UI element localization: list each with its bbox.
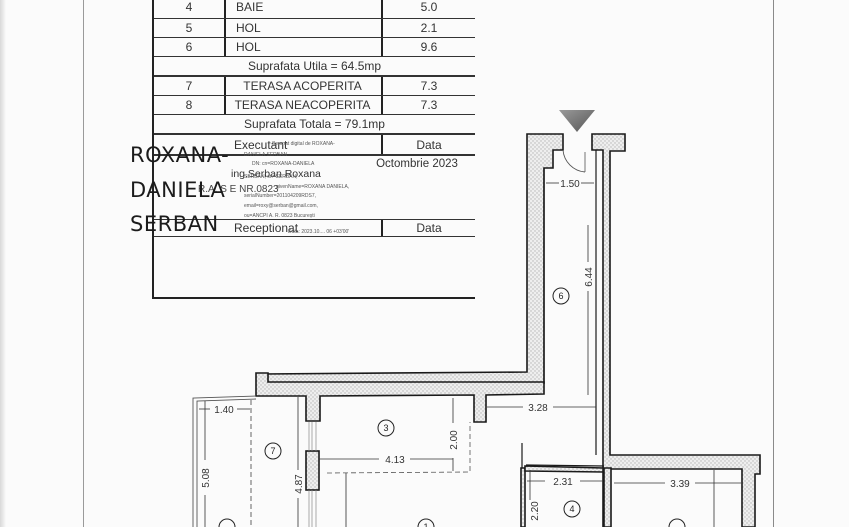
executant-header-row: Executant Data — [154, 135, 475, 154]
table-row: 4 BAIE 5.0 — [154, 0, 475, 19]
signature-detail: DANIELA SERBAN — [244, 152, 288, 158]
usable-area-row: Suprafata Utila = 64.5mp — [154, 57, 475, 77]
receptionat-body-row — [154, 237, 475, 299]
signature-name-line: SERBAN — [130, 212, 219, 236]
table-row: 7 TERASA ACOPERITA 7.3 — [154, 77, 475, 96]
executant-date: Octombrie 2023 — [376, 158, 458, 170]
room-area: 2.1 — [420, 21, 438, 35]
door-swing — [562, 149, 586, 173]
bath-wall-left — [520, 467, 526, 527]
page-margin-line-left — [83, 0, 84, 527]
receptionat-label: Receptionat — [154, 220, 383, 236]
divider — [154, 154, 475, 156]
room-label-circle — [218, 518, 236, 527]
corridor-left-wall — [262, 133, 564, 386]
dim-corridor-width: 1.50 — [560, 179, 580, 190]
bath-wall-right — [603, 467, 612, 527]
room-label-circle — [377, 419, 395, 437]
room-area: 5.0 — [420, 0, 438, 14]
corridor-right-wall — [591, 133, 761, 527]
room-name: TERASA NEACOPERITA — [224, 96, 383, 114]
room-label-6: 6 — [558, 291, 563, 301]
dim-room-right-width: 3.39 — [670, 479, 690, 490]
dim-room3-depth: 2.00 — [449, 430, 460, 450]
signature-name-line: DANIELA — [130, 178, 226, 202]
dim-room3-width: 4.13 — [385, 455, 405, 466]
scan-shadow — [0, 0, 6, 527]
executant-auth: R.A. S E NR.0823 — [198, 184, 279, 195]
north-wall — [255, 372, 545, 423]
dim-terrace-width: 1.40 — [214, 405, 234, 416]
dim-hall-width: 3.28 — [528, 403, 548, 414]
dim-bath-width: 2.31 — [553, 477, 573, 488]
room-label-3: 3 — [383, 423, 388, 433]
signature-detail: ou=ANCPI A. R. 0823 București — [244, 213, 315, 219]
room-label-1: 1 — [423, 522, 428, 527]
room-number: 6 — [154, 38, 226, 56]
signature-detail: givenName=ROXANA DANIELA, — [276, 184, 350, 190]
wall-pier — [305, 450, 320, 491]
room-label-circle — [552, 287, 570, 305]
executant-date-label: Data — [416, 137, 442, 152]
room-name: TERASA ACOPERITA — [224, 77, 383, 95]
signature-detail: email=roxy@serban@gmail.com, — [244, 203, 318, 209]
signature-detail: Semnat digital de ROXANA- — [272, 141, 335, 147]
room-label-circle — [668, 518, 686, 527]
room-number: 4 — [154, 0, 226, 18]
room-label-7: 7 — [270, 446, 275, 456]
signature-detail: serialNumber=201104209RDS7, — [244, 193, 317, 199]
room-area: 9.6 — [420, 40, 438, 54]
signature-detail: Data: 2023.10.... 06 +03'00' — [288, 229, 350, 235]
executant-label: Executant — [154, 135, 383, 154]
room-label-circle — [417, 518, 435, 527]
room-area: 7.3 — [420, 98, 438, 112]
room-area: 7.3 — [420, 79, 438, 93]
table-row: 6 HOL 9.6 — [154, 38, 475, 57]
dim-corridor-length: 6.44 — [584, 267, 595, 287]
room-label-circle — [563, 500, 581, 518]
signature-detail: DN: cn=ROXANA-DANIELA — [252, 161, 315, 167]
room-name: HOL — [224, 38, 383, 56]
signature-detail: SERBAN, sn=SERBAN, — [244, 174, 298, 180]
room-name: BAIE — [224, 0, 383, 18]
room-name: HOL — [224, 19, 383, 37]
room-label-circle — [264, 442, 282, 460]
receptionat-header-row: Receptionat Data — [154, 220, 475, 237]
bath-wall-top — [524, 465, 604, 473]
dim-opening-height: 4.87 — [294, 474, 305, 494]
table-row: 8 TERASA NEACOPERITA 7.3 — [154, 96, 475, 115]
room-number: 5 — [154, 19, 226, 37]
entrance-arrow-icon — [559, 110, 595, 132]
terrace-outline — [192, 395, 257, 527]
room-label-4: 4 — [569, 504, 574, 514]
page-margin-line-right — [773, 0, 774, 527]
signature-name-line: ROXANA- — [130, 143, 230, 167]
executant-body-row: Octombrie 2023 — [154, 156, 475, 220]
total-area: Suprafata Totala = 79.1mp — [244, 117, 385, 131]
usable-area-total: Suprafata Utila = 64.5mp — [247, 59, 382, 73]
table-row: 5 HOL 2.1 — [154, 19, 475, 38]
dim-bath-depth: 2.20 — [530, 501, 541, 521]
executant-name: ing.Serban Roxana — [231, 168, 321, 180]
room-number: 8 — [154, 96, 226, 114]
receptionat-date-label: Data — [416, 221, 442, 235]
dim-terrace-length: 5.08 — [201, 468, 212, 488]
room-number: 7 — [154, 77, 226, 95]
total-area-row: Suprafata Totala = 79.1mp — [154, 115, 475, 135]
